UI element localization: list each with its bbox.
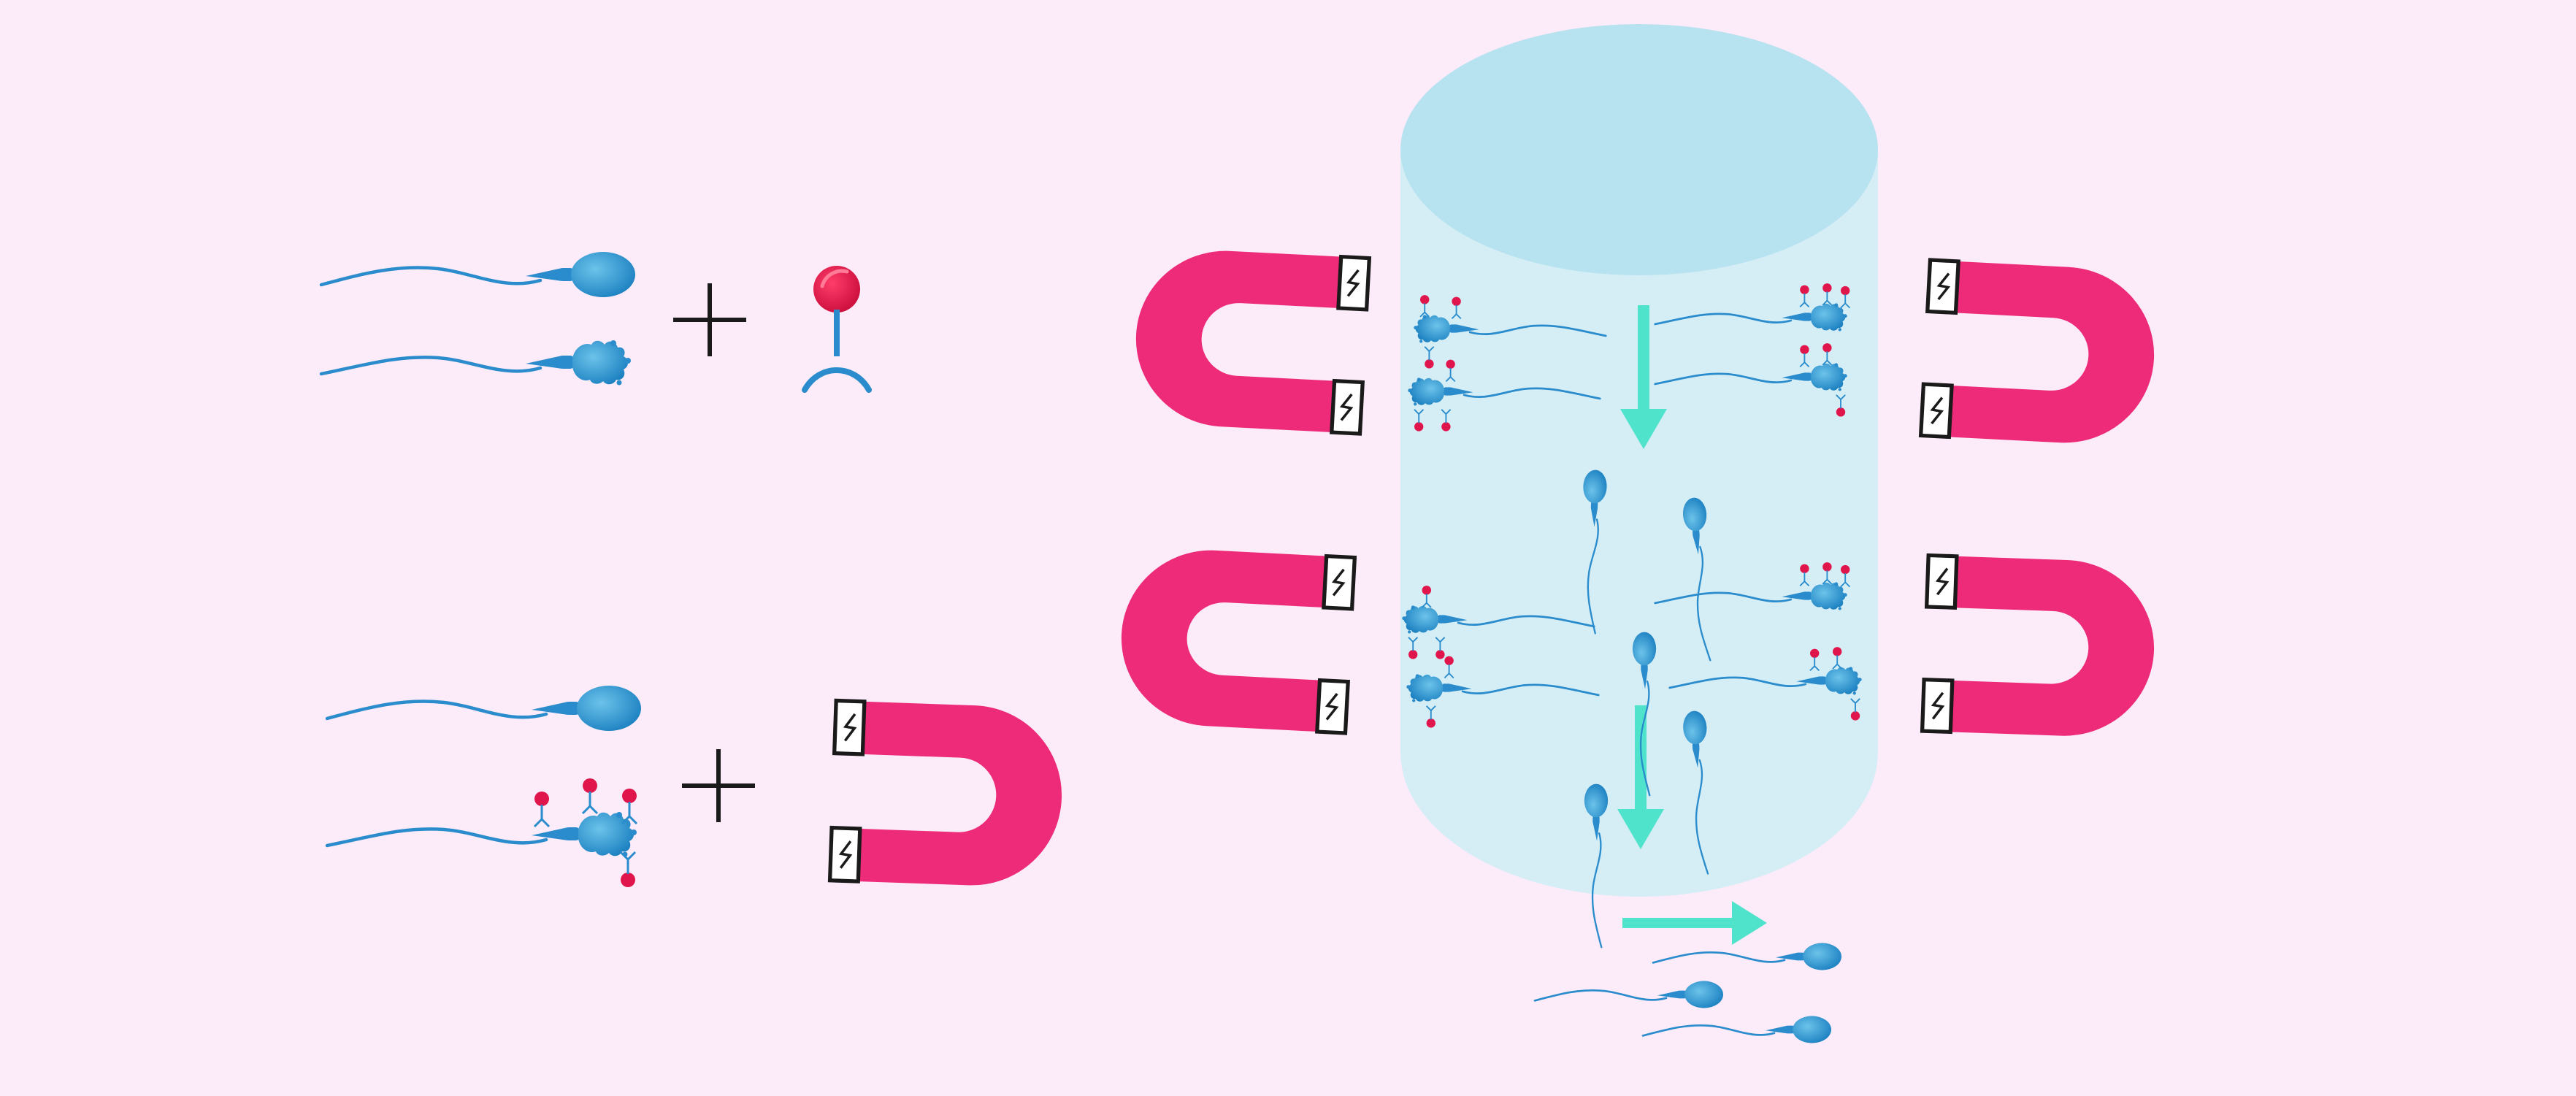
separation-column-icon [1400,24,1878,897]
flow-arrow-icon [1622,901,1767,945]
plus-icon [673,283,746,356]
step-1-sperm-plus-beads [321,252,869,390]
plus-icon [682,749,755,822]
step-2-labeled-sperm-plus-magnet [327,686,1065,889]
step-3-magnetic-column-separation [1117,24,2159,1044]
flow-arrow-icon [1620,305,1667,449]
flow-arrow-icon [1617,705,1664,849]
